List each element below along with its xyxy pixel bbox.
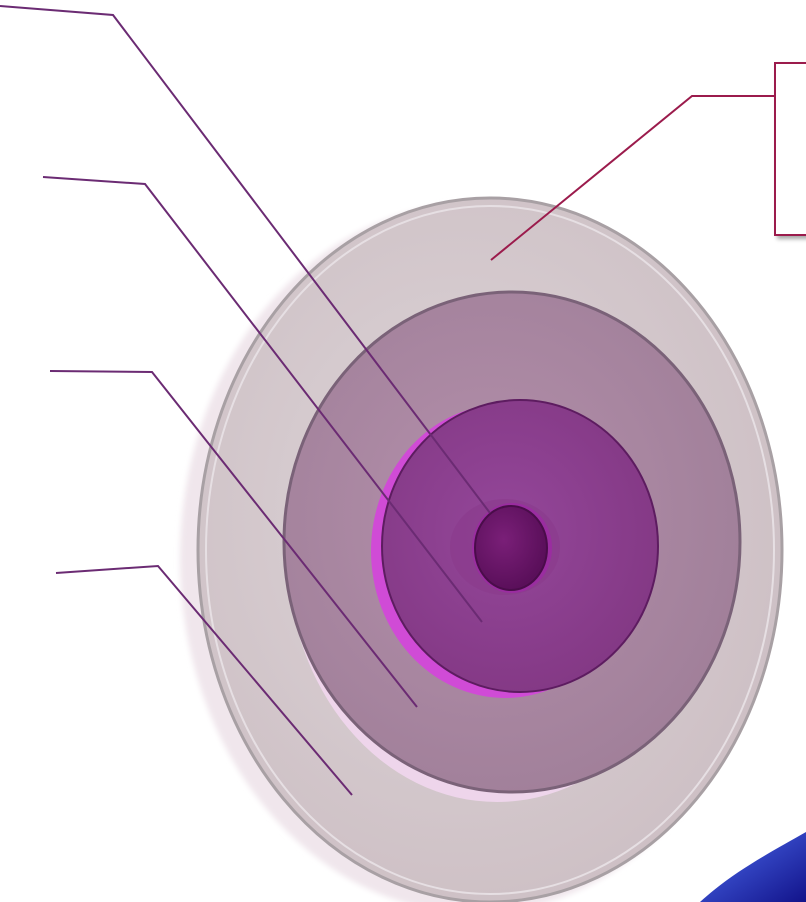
core-layer bbox=[450, 499, 560, 595]
callout-text-box bbox=[774, 62, 806, 236]
corner-flare-shape bbox=[700, 832, 806, 902]
